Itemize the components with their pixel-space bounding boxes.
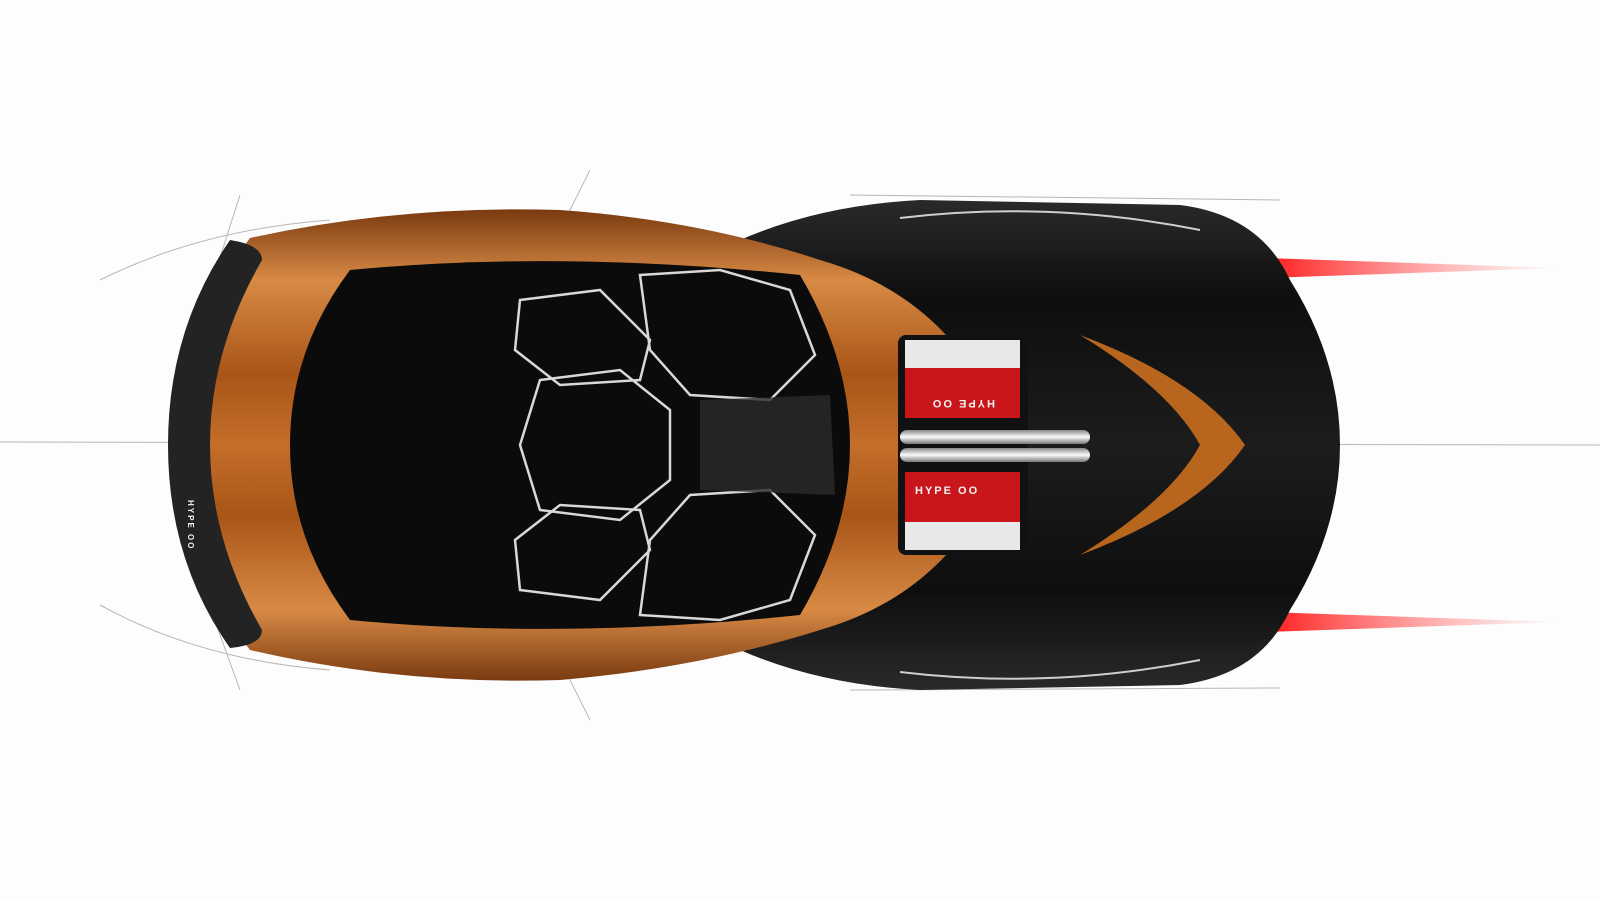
nose-carbon [168, 240, 262, 648]
seat-outlines [513, 268, 817, 622]
engine-badge-top: HYPE OO [931, 397, 995, 409]
engine-badge-bottom: HYPE OO [915, 485, 979, 497]
nose-badge: HYPE OO [186, 500, 195, 550]
cockpit-canopy [290, 261, 850, 629]
engine-bay: HYPE OO HYPE OO [898, 335, 1090, 555]
